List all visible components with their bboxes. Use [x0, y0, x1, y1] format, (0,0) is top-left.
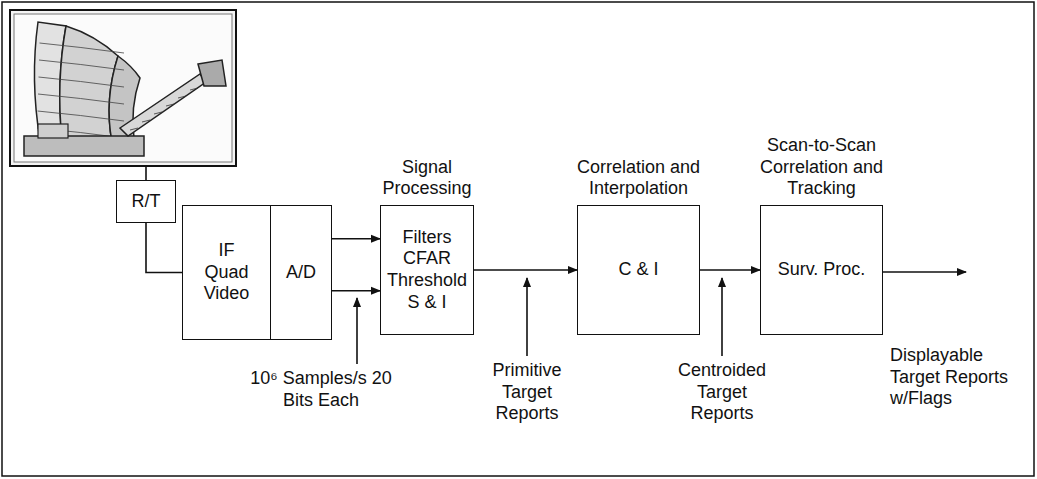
- signal-processor-box: Signal ProcessingFilters CFAR Threshold …: [380, 205, 474, 335]
- signal-connector: [146, 223, 182, 273]
- signal-connector: [700, 269, 760, 271]
- signal-label: Centroided Target Reports: [664, 360, 780, 425]
- pointer-arrow: [721, 278, 723, 356]
- pointer-arrow: [526, 278, 528, 356]
- antenna-illustration: [10, 10, 236, 180]
- signal-label: Primitive Target Reports: [478, 360, 576, 425]
- output-arrow: [883, 271, 966, 273]
- if-video-box: IF Quad Video: [182, 205, 271, 340]
- pointer-arrow: [356, 298, 358, 364]
- box-label: Filters CFAR Threshold S & I: [385, 227, 469, 313]
- box-label: A/D: [286, 262, 316, 284]
- data-rate-label: 10⁶ Samples/s 20 Bits Each: [246, 368, 396, 411]
- stage-heading: Correlation and Interpolation: [575, 157, 703, 200]
- box-label: IF Quad Video: [199, 240, 255, 305]
- stage-heading: Signal Processing: [371, 157, 483, 200]
- converter-box: A/D: [270, 205, 332, 340]
- signal-connector: [332, 238, 380, 240]
- signal-connector: [332, 290, 380, 292]
- box-label: C & I: [618, 259, 658, 281]
- stage-heading: Scan-to-Scan Correlation and Tracking: [757, 135, 887, 200]
- correlator-box: Correlation and InterpolationC & I: [577, 205, 700, 335]
- signal-connector: [474, 269, 577, 271]
- transceiver-box: R/T: [116, 180, 176, 223]
- box-label: Surv. Proc.: [778, 259, 866, 281]
- output-label: Displayable Target Reports w/Flags: [890, 345, 1010, 410]
- surveillance-processor-box: Scan-to-Scan Correlation and TrackingSur…: [760, 205, 883, 335]
- box-label: R/T: [132, 191, 161, 213]
